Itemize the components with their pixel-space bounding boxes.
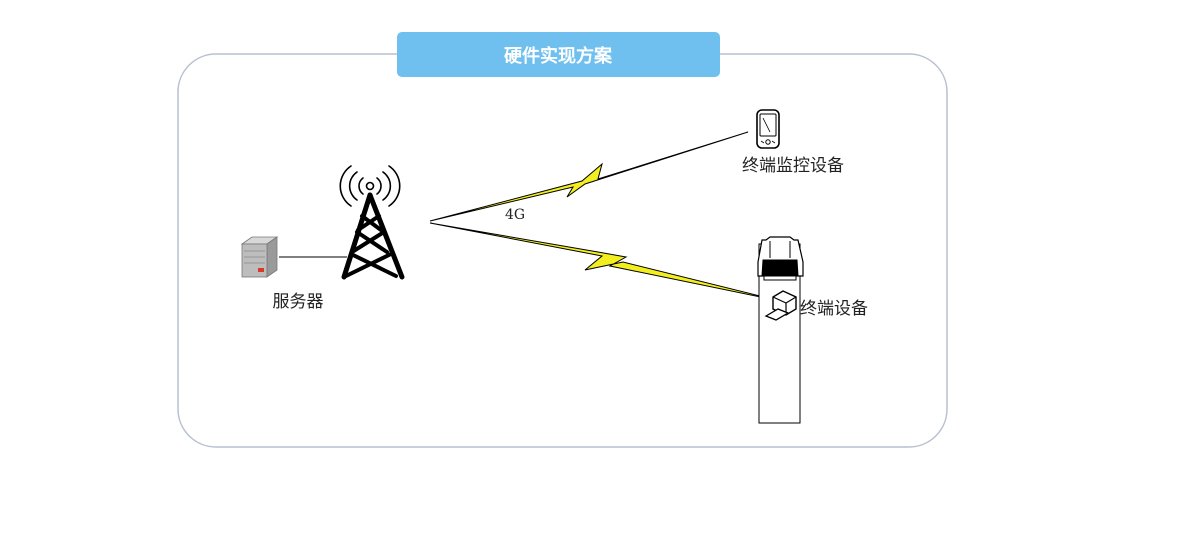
- pole-lamp-icon: [757, 236, 804, 424]
- diagram-frame: [177, 53, 948, 448]
- diagram-title: 硬件实现方案: [504, 45, 613, 67]
- server-icon: [240, 236, 279, 278]
- link-label-4g: 4G: [505, 207, 525, 223]
- lightning-link-lower: [429, 222, 781, 302]
- monitor-label: 终端监控设备: [742, 156, 844, 176]
- smartphone-icon: [756, 109, 780, 149]
- terminal-label: 终端设备: [800, 299, 868, 319]
- lightning-link-upper: [429, 131, 749, 222]
- cell-tower-icon: [339, 165, 405, 280]
- server-label: 服务器: [273, 292, 324, 312]
- device-icon: [764, 290, 797, 321]
- title-banner: 硬件实现方案: [397, 32, 720, 77]
